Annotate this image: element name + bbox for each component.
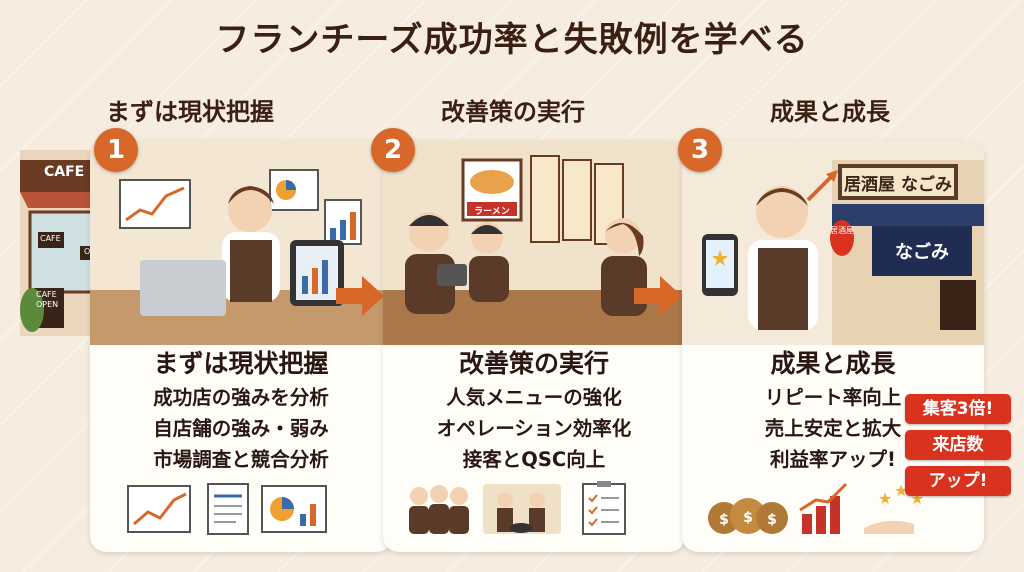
column-heading-3: 成果と成長 bbox=[770, 98, 890, 126]
step-number-2: 2 bbox=[371, 128, 415, 172]
svg-text:★: ★ bbox=[878, 489, 892, 508]
page-title: フランチーズ成功率と失敗例を学べる bbox=[215, 20, 809, 60]
step-card-1: まずは現状把握 成功店の強みを分析 自店舗の強み・弱み 市場調査と競合分析 bbox=[90, 140, 392, 552]
step-2-heading: 改善策の実行 bbox=[458, 349, 609, 378]
badge-visitors: 来店数 bbox=[905, 430, 1011, 460]
step-1-point: 自店舗の強み・弱み bbox=[153, 417, 329, 440]
cafe-small-sign: CAFE bbox=[40, 234, 61, 243]
step-number-3: 3 bbox=[678, 128, 722, 172]
kitchen-staff-icon bbox=[483, 484, 561, 534]
step-number-1: 1 bbox=[94, 128, 138, 172]
step-3-heading: 成果と成長 bbox=[770, 349, 896, 378]
arrow-right-icon bbox=[336, 276, 384, 316]
step-3-point: 売上安定と拡大 bbox=[764, 417, 902, 440]
step-1-icons bbox=[127, 483, 327, 535]
step-3-point: 利益率アップ! bbox=[770, 448, 896, 471]
cafe-sign: CAFE bbox=[44, 164, 85, 180]
column-heading-1: まずは現状把握 bbox=[106, 98, 274, 126]
line-chart-icon bbox=[127, 485, 191, 533]
checklist-icon bbox=[582, 481, 626, 535]
ramen-sign: ラーメン bbox=[474, 207, 510, 217]
money-bags-icon: $ $ $ bbox=[708, 498, 788, 534]
step-2-icons bbox=[409, 481, 626, 535]
svg-text:★: ★ bbox=[894, 481, 908, 500]
success-illustration bbox=[682, 140, 984, 345]
nagomi-curtain: なごみ bbox=[895, 242, 949, 263]
svg-text:$: $ bbox=[743, 510, 753, 526]
cafe-open-board: CAFE OPEN bbox=[36, 290, 59, 309]
step-card-2: ラーメン 改善策の実行 人気メニューの強化 オペレーション効率化 接客とQSC向… bbox=[383, 140, 685, 552]
column-heading-2: 改善策の実行 bbox=[441, 98, 585, 126]
pie-chart-icon bbox=[261, 485, 327, 533]
step-1-points: 成功店の強みを分析 自店舗の強み・弱み 市場調査と競合分析 bbox=[90, 382, 392, 475]
izakaya-sign: 居酒屋 なごみ bbox=[844, 175, 952, 195]
step-2-points: 人気メニューの強化 オペレーション効率化 接客とQSC向上 bbox=[383, 382, 685, 475]
step-2-point: 接客とQSC向上 bbox=[462, 448, 606, 471]
step-card-3: 居酒屋 なごみ なごみ 居酒屋 成果と成長 リピート率向上 売上安定と拡大 利益… bbox=[682, 140, 984, 552]
staff-team-icon bbox=[409, 485, 469, 534]
growth-chart-icon bbox=[799, 482, 848, 534]
step-1-point: 成功店の強みを分析 bbox=[153, 386, 329, 409]
badge-up: アップ! bbox=[905, 466, 1011, 496]
step-2-point: オペレーション効率化 bbox=[436, 417, 632, 440]
svg-text:$: $ bbox=[767, 512, 777, 528]
analysis-illustration bbox=[90, 140, 392, 345]
arrow-right-icon bbox=[634, 276, 682, 316]
badge-customers-tripled: 集客3倍! bbox=[905, 394, 1011, 424]
step-2-point: 人気メニューの強化 bbox=[446, 386, 622, 409]
step-3-points: リピート率向上 売上安定と拡大 利益率アップ! bbox=[682, 382, 984, 475]
step-1-heading: まずは現状把握 bbox=[153, 349, 329, 378]
lantern-label: 居酒屋 bbox=[830, 226, 854, 235]
svg-text:$: $ bbox=[719, 512, 729, 528]
step-1-point: 市場調査と競合分析 bbox=[153, 448, 329, 471]
step-3-point: リピート率向上 bbox=[764, 386, 902, 409]
document-icon bbox=[207, 483, 249, 535]
step-3-icons: $ $ $ ★ ★ ★ bbox=[708, 481, 924, 534]
